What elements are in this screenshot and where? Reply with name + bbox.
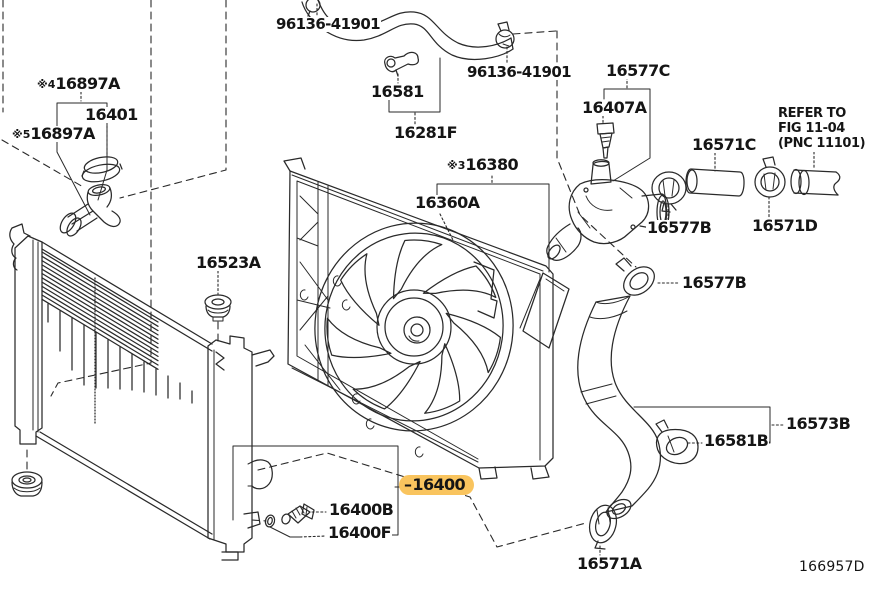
radiator-cap-group <box>59 156 123 237</box>
shroud-seal-part <box>519 272 570 349</box>
leader-dash: – <box>404 475 412 494</box>
grommet-16523a <box>204 294 232 322</box>
water-inlet-drawing <box>546 122 841 296</box>
ref-mark-4: ※4 <box>37 78 56 91</box>
leader-lines <box>56 3 815 556</box>
part-label-16400F[interactable]: 16400F <box>327 523 392 542</box>
grommet-lower-left <box>11 471 43 497</box>
part-label-16523A[interactable]: 16523A <box>195 253 262 272</box>
construction-lines <box>1 0 637 548</box>
part-label-16380[interactable]: ※316380 <box>446 155 520 174</box>
part-label-16360A[interactable]: 16360A <box>414 193 481 212</box>
refer-note: REFER TO FIG 11-04 (PNC 11101) <box>777 106 867 152</box>
refer-note-line2: FIG 11-04 <box>778 120 845 136</box>
part-label-96136-41901-right[interactable]: 96136-41901 <box>466 63 572 81</box>
radiator-drawing <box>9 223 275 561</box>
part-label-16897A-5[interactable]: ※516897A <box>11 124 96 143</box>
lower-hose-drawing <box>577 295 699 550</box>
part-label-16400B[interactable]: 16400B <box>328 500 395 519</box>
part-label-16577C[interactable]: 16577C <box>605 61 671 80</box>
diagram-code: 166957D <box>799 559 865 575</box>
part-label-16407A[interactable]: 16407A <box>581 98 648 117</box>
part-label-16401[interactable]: 16401 <box>84 105 139 124</box>
fan-shroud-drawing <box>283 157 554 480</box>
part-label-16400-highlight[interactable]: –16400 <box>399 475 475 496</box>
radiator-fins <box>41 251 193 426</box>
fan-blades <box>326 239 502 414</box>
refer-note-line1: REFER TO <box>778 106 846 121</box>
part-label-16581[interactable]: 16581 <box>370 82 425 101</box>
part-label-16897A-4[interactable]: ※416897A <box>36 74 121 93</box>
part-label-16571D[interactable]: 16571D <box>751 216 819 235</box>
part-label-96136-41901-left[interactable]: 96136-41901 <box>275 15 381 33</box>
ref-mark-5: ※5 <box>12 128 31 141</box>
part-label-16571A[interactable]: 16571A <box>576 554 643 573</box>
part-label-16577B-1[interactable]: 16577B <box>646 218 713 237</box>
part-label-16281F[interactable]: 16281F <box>393 123 458 142</box>
refer-note-line3: (PNC 11101) <box>778 135 866 151</box>
ref-mark-3: ※3 <box>447 159 466 172</box>
part-label-16571C[interactable]: 16571C <box>691 135 757 154</box>
drain-plug-drawing <box>264 503 315 528</box>
part-label-16581B[interactable]: 16581B <box>703 431 770 450</box>
part-label-16577B-2[interactable]: 16577B <box>681 273 748 292</box>
part-label-16573B[interactable]: 16573B <box>785 414 852 433</box>
